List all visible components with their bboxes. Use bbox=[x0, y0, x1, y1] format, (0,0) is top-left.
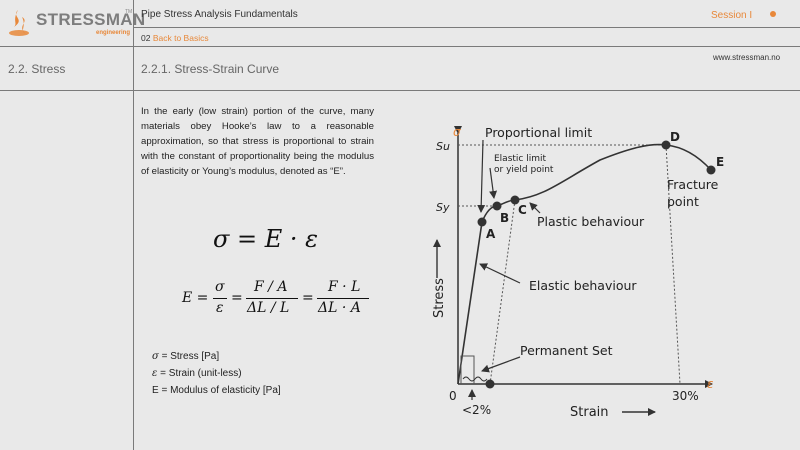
header-divider bbox=[133, 27, 800, 28]
fraction-2-denominator: ΔL / L bbox=[247, 300, 290, 316]
left-column-divider bbox=[133, 0, 134, 450]
logo-text: STRESSMAN bbox=[36, 10, 146, 29]
permanent-set-arrow bbox=[481, 356, 521, 373]
plastic-arrow bbox=[529, 202, 541, 214]
origin-label: 0 bbox=[449, 389, 457, 403]
point-b-label: B bbox=[500, 211, 509, 225]
course-title: Pipe Stress Analysis Fundamentals bbox=[141, 9, 298, 20]
fraction-2-bar bbox=[246, 298, 298, 299]
body-paragraph: In the early (low strain) portion of the… bbox=[141, 106, 374, 177]
point-d-label: D bbox=[670, 130, 680, 144]
sigma-symbol: σ bbox=[453, 125, 461, 139]
sy-label: Sy bbox=[436, 201, 450, 214]
fracture-label-line2: point bbox=[667, 194, 699, 209]
session-label: Session I bbox=[711, 10, 753, 21]
session-dot-icon bbox=[770, 11, 776, 17]
logo-subtitle: engineering bbox=[96, 30, 131, 36]
permanent-set-label: Permanent Set bbox=[520, 343, 613, 358]
flame-logo-icon bbox=[9, 10, 29, 36]
logo-trademark: TM bbox=[125, 9, 133, 15]
fraction-2-numerator: F / A bbox=[254, 279, 288, 295]
elastic-limit-label-line2: or yield point bbox=[494, 165, 554, 175]
breadcrumb: 02 Back to Basics bbox=[141, 33, 209, 43]
hookes-law-formula: σ = E · ε bbox=[213, 225, 319, 253]
point-permanent-set bbox=[485, 379, 495, 389]
fraction-1-bar bbox=[213, 298, 227, 299]
section-title: 2.2. Stress bbox=[8, 62, 66, 76]
point-d bbox=[661, 140, 671, 150]
elastic-limit-arrow bbox=[489, 167, 498, 199]
fraction-3-bar bbox=[317, 298, 369, 299]
elastic-region-box bbox=[460, 355, 475, 384]
title-bar-bottom-line bbox=[0, 90, 800, 91]
legend-stress: σ = Stress [Pa] bbox=[152, 351, 220, 362]
website-url: www.stressman.no bbox=[713, 53, 781, 62]
fracture-label-line1: Fracture bbox=[667, 177, 719, 192]
legend-strain: ε = Strain (unit-less) bbox=[152, 368, 242, 379]
subsection-title: 2.2.1. Stress-Strain Curve bbox=[141, 62, 280, 76]
plastic-behaviour-label: Plastic behaviour bbox=[537, 214, 645, 229]
point-c bbox=[510, 195, 520, 205]
modulus-formula: E = σ ε = F / A ΔL / L = F · L ΔL · A bbox=[182, 276, 377, 321]
lt2-label: <2% bbox=[462, 403, 491, 417]
fraction-3-numerator: F · L bbox=[328, 279, 361, 295]
fraction-3-denominator: ΔL · A bbox=[318, 300, 361, 316]
fraction-1-numerator: σ bbox=[215, 279, 225, 295]
proportional-limit-arrow bbox=[477, 139, 486, 213]
point-e bbox=[706, 165, 716, 175]
point-a bbox=[477, 217, 487, 227]
elastic-limit-label-line1: Elastic limit bbox=[494, 154, 546, 164]
title-bar-top-line bbox=[0, 46, 800, 47]
x-axis-title: Strain bbox=[570, 405, 609, 420]
x-tick-30-label: 30% bbox=[672, 389, 699, 403]
point-b bbox=[492, 201, 502, 211]
breadcrumb-number: 02 bbox=[141, 33, 151, 43]
point-c-label: C bbox=[518, 203, 527, 217]
elastic-behaviour-label: Elastic behaviour bbox=[529, 278, 637, 293]
su-label: Su bbox=[436, 140, 450, 153]
legend-modulus: E = Modulus of elasticity [Pa] bbox=[152, 385, 281, 396]
y-axis-title: Stress bbox=[432, 278, 447, 318]
point-e-label: E bbox=[716, 155, 724, 169]
fraction-1-denominator: ε bbox=[216, 300, 224, 316]
proportional-limit-label: Proportional limit bbox=[485, 125, 592, 140]
stressman-logo: STRESSMAN TM engineering bbox=[8, 9, 145, 39]
unload-line bbox=[489, 199, 516, 385]
formula-lhs: E = bbox=[182, 290, 209, 306]
back-to-basics-link[interactable]: Back to Basics bbox=[152, 33, 209, 43]
formula-equals-2: = bbox=[302, 290, 314, 306]
point-a-label: A bbox=[486, 227, 496, 241]
permanent-set-brace bbox=[462, 376, 488, 382]
elastic-behaviour-arrow bbox=[479, 263, 521, 284]
formula-equals-1: = bbox=[231, 290, 243, 306]
epsilon-symbol: ε bbox=[707, 377, 714, 391]
